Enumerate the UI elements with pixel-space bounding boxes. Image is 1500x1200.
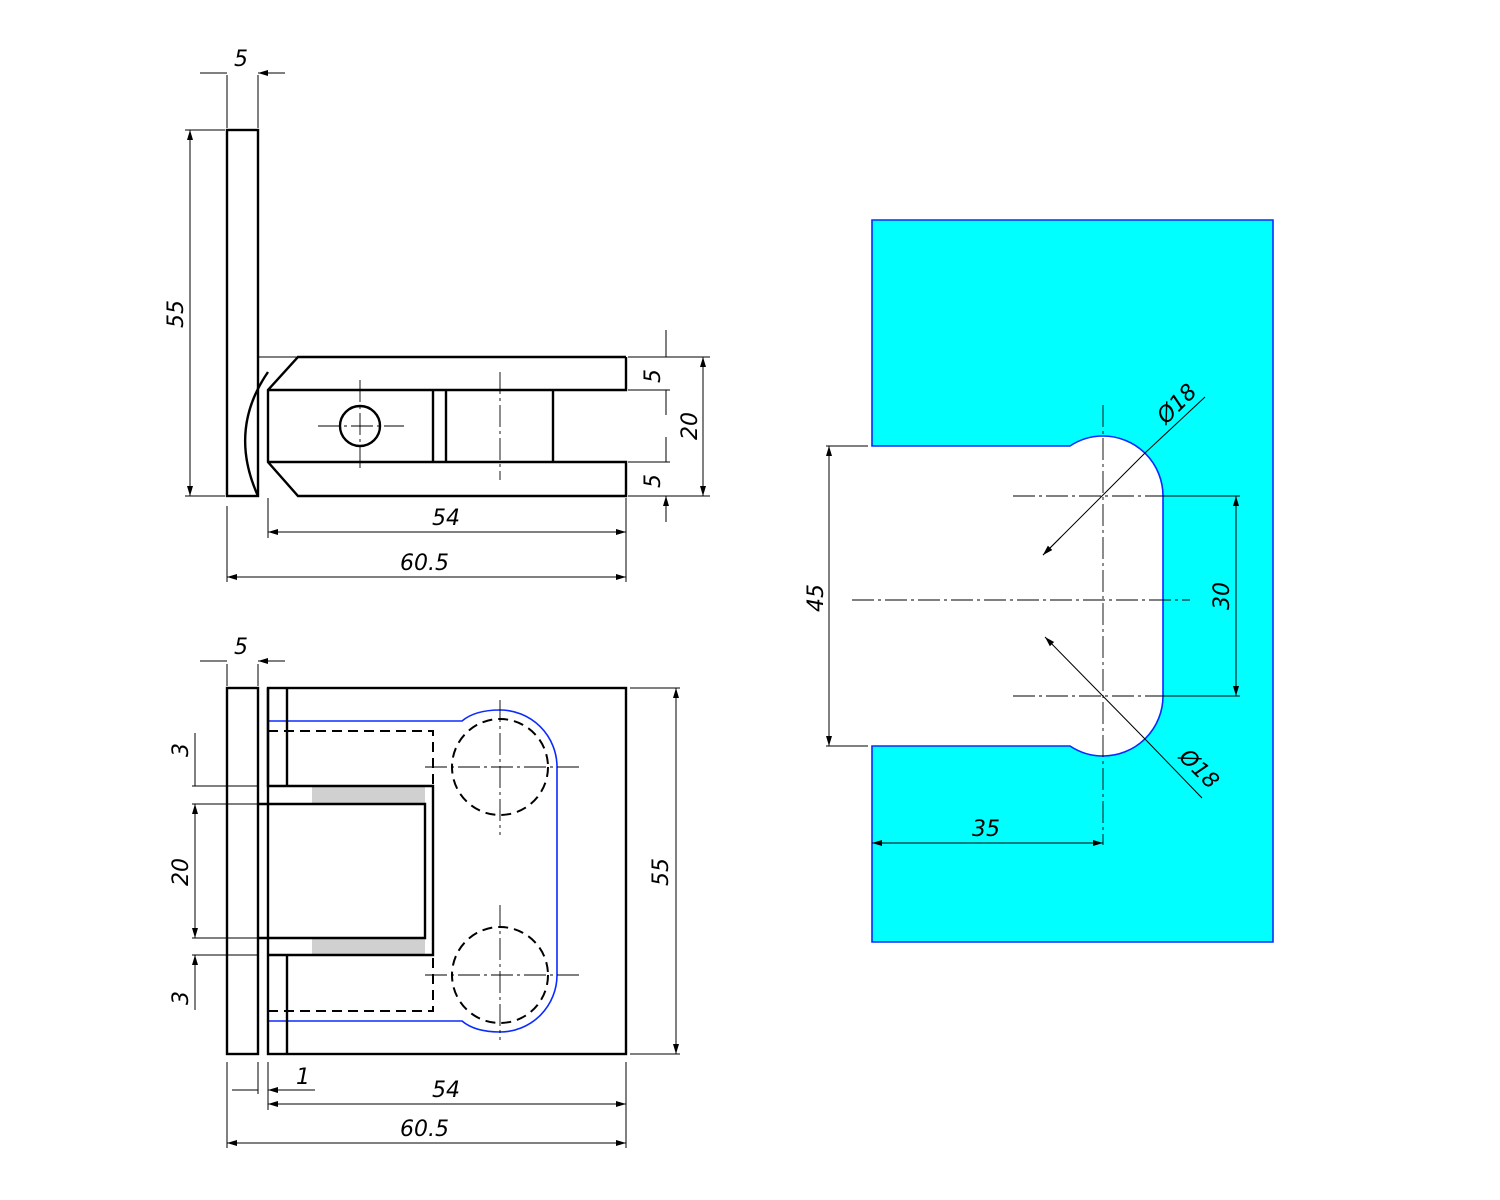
extension-lines (226, 75, 259, 128)
dim-plate-label: 5 (234, 635, 248, 660)
dim-mid-label: 20 (169, 858, 194, 886)
body-outline (266, 686, 628, 1056)
dim-offset-label: 35 (972, 817, 1000, 842)
dim-arm-bottom-label: 5 (641, 474, 666, 488)
centerlines (852, 405, 1190, 845)
plate-outline (225, 128, 260, 498)
dim-body-label: 54 (432, 1078, 460, 1103)
extension-lines (826, 445, 1240, 747)
gasket-top (312, 786, 425, 804)
dim-gap-label: 1 (296, 1065, 310, 1090)
dim-gap-label: 20 (678, 412, 703, 440)
dim-total-label: 60.5 (400, 551, 449, 576)
dim-centers-label: 30 (1210, 582, 1235, 610)
glass-panel (871, 219, 1274, 943)
dim-depth-label: 45 (804, 584, 829, 612)
dim-total-label: 60.5 (400, 1117, 449, 1142)
dim-plate-label: 5 (234, 47, 248, 72)
dim-bottom-label: 3 (169, 991, 194, 1005)
dim-top-label: 3 (169, 743, 194, 757)
dim-arrow (1042, 536, 1062, 556)
glass-outline (268, 709, 558, 1033)
dim-arm-top-label: 5 (641, 369, 666, 383)
extension-lines (192, 785, 258, 956)
gasket-bottom (312, 938, 425, 955)
top-view: 5 55 5 20 5 54 60.5 (164, 47, 710, 582)
plate-outline (225, 686, 260, 1056)
centerlines (425, 700, 580, 1040)
body-profile (258, 688, 435, 1054)
front-view: 5 3 20 3 55 1 54 60.5 (169, 635, 680, 1148)
dim-dia-bottom-line (1045, 637, 1203, 799)
extension-lines (226, 1062, 627, 1148)
curved-edge (243, 371, 269, 497)
dim-body-label: 54 (432, 506, 460, 531)
dim-height-label: 55 (164, 300, 189, 328)
body-outline (266, 355, 628, 498)
glass-cutout-view: 45 30 35 Ø18 Ø18 (804, 219, 1274, 943)
hidden-lines (268, 730, 434, 1012)
extension-lines (226, 664, 259, 686)
body-inner-lines (431, 390, 555, 462)
extension-lines (628, 356, 710, 497)
dim-height-label: 55 (649, 858, 674, 886)
centerlines (318, 372, 501, 480)
extension-lines (185, 129, 225, 497)
extension-lines (630, 687, 680, 1055)
